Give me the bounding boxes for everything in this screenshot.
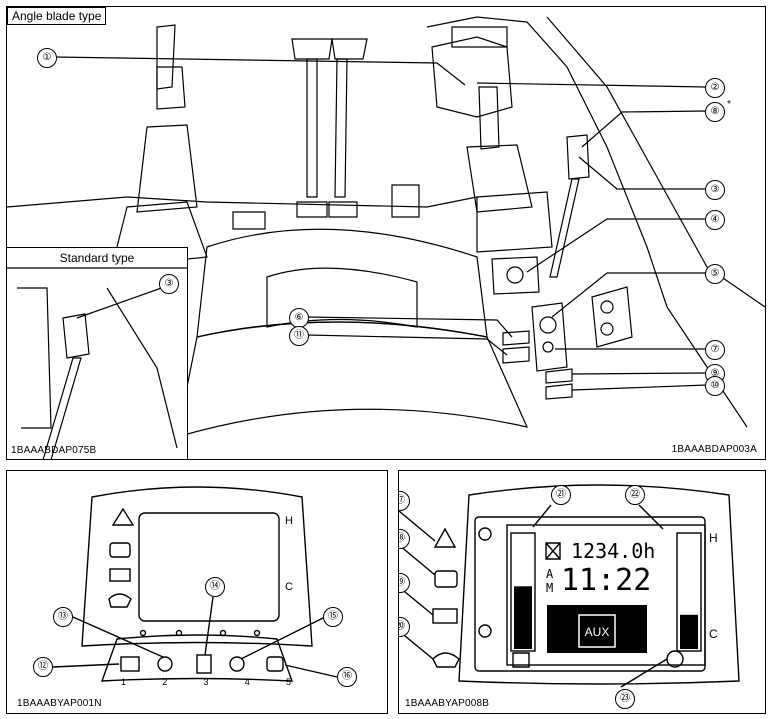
- cab-illustration: Angle blade type ① ② ⑧ * ③ ④ ⑤ ⑥ ⑪ ⑦ ⑨ ⑩…: [6, 6, 766, 460]
- callout-21: ㉑: [551, 485, 571, 505]
- standard-type-inset: Standard type ③ 1BAAABDAP075B: [7, 247, 188, 459]
- callout-8: ⑧: [705, 102, 725, 122]
- switch-number-5: 5: [285, 677, 291, 687]
- inset-code: 1BAAABDAP075B: [11, 445, 97, 456]
- callout-5: ⑤: [705, 264, 725, 284]
- callout-16: ⑯: [337, 667, 357, 687]
- temp-gauge-bar: [680, 614, 698, 649]
- callout-1: ①: [37, 48, 57, 68]
- meter-panel-switches: H C 1 2 3 4 5 ⑫ ⑬ ⑭ ⑮ ⑯ 1BAAABYAP001N: [6, 470, 388, 714]
- h-mark: H: [285, 515, 293, 527]
- callout-13: ⑬: [53, 607, 73, 627]
- am-label-a: A: [546, 567, 554, 581]
- callout-14: ⑭: [205, 577, 225, 597]
- meter-panel-code: 1BAAABYAP001N: [17, 698, 102, 709]
- callout-11: ⑪: [289, 326, 309, 346]
- switch-number-4: 4: [244, 677, 250, 687]
- h-mark: H: [709, 531, 718, 545]
- callout-8-asterisk: *: [727, 99, 731, 110]
- callout-6: ⑥: [289, 308, 309, 328]
- callout-4: ④: [705, 210, 725, 230]
- am-label-m: M: [546, 581, 554, 595]
- callout-22: ㉒: [625, 485, 645, 505]
- c-mark: C: [285, 581, 293, 593]
- clock-display: 11:22: [561, 563, 652, 598]
- inset-callout-3: ③: [159, 274, 179, 294]
- callout-23: ㉓: [615, 689, 635, 709]
- meter-panel-drawing: [52, 486, 338, 682]
- standard-type-label: Standard type: [59, 251, 135, 265]
- switch-number-1: 1: [121, 677, 127, 687]
- cab-line-drawing: [7, 16, 765, 438]
- hour-meter: 1234.0h: [571, 539, 656, 563]
- meter-panel-lcd: 1234.0h A M 11:22 AUX H C ⑰ ⑱ ⑲ ⑳ ㉑ ㉒ ㉓ …: [398, 470, 766, 714]
- callout-7: ⑦: [705, 340, 725, 360]
- fuel-gauge-bar: [514, 586, 532, 649]
- switch-number-row: 1 2 3 4 5: [121, 677, 291, 687]
- figure-code: 1BAAABDAP003A: [671, 444, 757, 455]
- callout-2: ②: [705, 78, 725, 98]
- aux-block: [547, 605, 647, 653]
- callout-12: ⑫: [33, 657, 53, 677]
- callout-15: ⑮: [323, 607, 343, 627]
- aux-label: AUX: [584, 625, 610, 639]
- standard-lever-drawing: [7, 267, 187, 459]
- callout-10: ⑩: [705, 376, 725, 396]
- angle-blade-type-label: Angle blade type: [7, 7, 107, 25]
- callout-3: ③: [705, 180, 725, 200]
- aux-box: [578, 614, 616, 648]
- switch-number-3: 3: [203, 677, 209, 687]
- lcd-panel-code: 1BAAABYAP008B: [405, 698, 490, 709]
- c-mark: C: [709, 627, 718, 641]
- switch-number-2: 2: [162, 677, 168, 687]
